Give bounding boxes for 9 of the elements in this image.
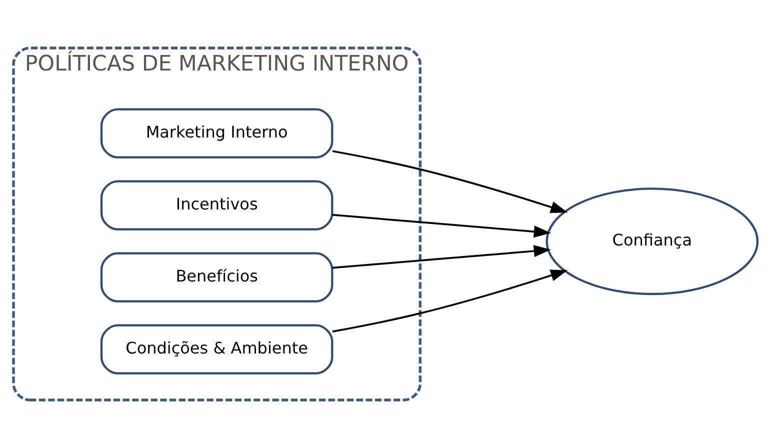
node-box: Condições & Ambiente [100,324,334,374]
node-ellipse: Confiança [546,188,759,296]
arrow [332,214,551,238]
node-box: Benefícios [100,252,334,302]
node-box: Marketing Interno [100,108,334,158]
arrow [332,270,568,332]
arrow [332,150,568,213]
node-box: Incentivos [100,180,334,230]
arrow [332,245,551,269]
